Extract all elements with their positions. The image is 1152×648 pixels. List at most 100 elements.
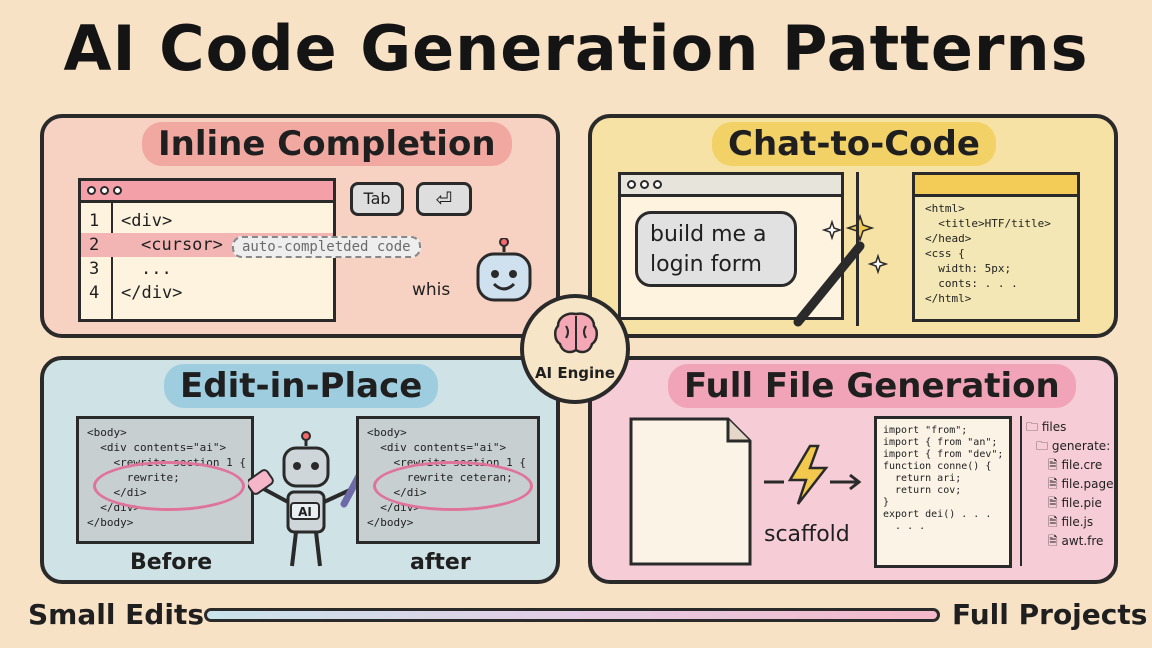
tree-file: 🗎 awt.fre — [1026, 532, 1114, 551]
code-line: </html> — [925, 292, 972, 305]
tree-folder-label: generate: — [1051, 439, 1111, 453]
generated-code: <html> <title>HTF/title> </head> <css { … — [925, 201, 1051, 306]
code-line: <div contents="ai"> — [367, 441, 507, 454]
file-icon: 🗎 — [1048, 534, 1062, 548]
lightning-arrow-icon — [764, 444, 862, 505]
code-line: </body> — [367, 516, 414, 529]
line-code: ... — [141, 259, 172, 279]
window-dot-icon — [113, 186, 122, 195]
line-number: 3 — [89, 259, 100, 279]
tree-file-label: file.page — [1061, 477, 1114, 491]
window-dot-icon — [653, 180, 662, 189]
window-dot-icon — [100, 186, 109, 195]
panel-full-file-generation: Full File Generation scaffold import "fr… — [588, 356, 1118, 584]
file-icon: 🗎 — [1048, 458, 1062, 472]
panel-title-inline: Inline Completion — [142, 122, 512, 166]
window-dot-icon — [627, 180, 636, 189]
highlight-circle — [93, 461, 245, 511]
tree-file: 🗎 file.pie — [1026, 494, 1114, 513]
code-window: <html> <title>HTF/title> </head> <css { … — [912, 172, 1080, 322]
code-line: return ari; — [883, 473, 962, 484]
tree-file-label: file.js — [1061, 515, 1094, 529]
code-line: </body> — [87, 516, 134, 529]
window-titlebar — [621, 175, 841, 197]
panel-title-edit: Edit-in-Place — [164, 364, 439, 408]
code-line: import { from "dev"; — [883, 449, 1004, 460]
code-line: 3 ... — [81, 257, 333, 281]
panel-title-full: Full File Generation — [668, 364, 1076, 408]
code-line: function conne() { — [883, 461, 992, 472]
tab-key: Tab — [350, 182, 404, 216]
highlight-circle — [373, 461, 533, 511]
chat-window: build me a login form — [618, 172, 844, 320]
tree-file-label: file.cre — [1061, 458, 1103, 472]
line-code: <cursor> — [141, 235, 223, 255]
tree-folder: 🗀 generate: — [1026, 437, 1114, 456]
code-line: conts: . . . — [925, 277, 1018, 290]
window-dot-icon — [640, 180, 649, 189]
gutter-divider — [111, 203, 113, 319]
code-line: import "from"; — [883, 425, 968, 436]
after-code-window: <body> <div contents="ai"> <rewrite sect… — [356, 416, 540, 544]
code-line: <body> — [87, 426, 127, 439]
code-line: <div contents="ai"> — [87, 441, 227, 454]
robot-badge: AI — [290, 502, 320, 520]
footer-right-label: Full Projects — [952, 598, 1148, 631]
ai-engine-hub: AI Engine — [520, 294, 630, 404]
window-dot-icon — [87, 186, 96, 195]
before-label: Before — [130, 550, 213, 575]
tree-file: 🗎 file.cre — [1026, 456, 1114, 475]
robot-speech: whis — [412, 280, 451, 300]
generated-file: import "from"; import { from "an"; impor… — [874, 416, 1012, 568]
folder-icon: 🗀 — [1026, 420, 1042, 434]
after-label: after — [410, 550, 471, 575]
line-number: 1 — [89, 211, 100, 231]
panel-edit-in-place: Edit-in-Place <body> <div contents="ai">… — [40, 356, 560, 584]
line-number: 2 — [89, 235, 100, 255]
line-code: </div> — [121, 283, 183, 303]
generated-file-code: import "from"; import { from "an"; impor… — [883, 425, 1003, 533]
tree-file: 🗎 file.page — [1026, 475, 1114, 494]
code-line: <css { — [925, 247, 965, 260]
code-line: 1 <div> — [81, 209, 333, 233]
autocomplete-suggestion: auto-completded code — [232, 236, 421, 258]
blank-file-icon — [629, 417, 752, 566]
tree-file: 🗎 file.js — [1026, 513, 1114, 532]
magic-wand-icon — [793, 213, 888, 327]
file-tree: 🗀 files 🗀 generate: 🗎 file.cre 🗎 file.pa… — [1026, 418, 1114, 551]
ai-engine-label: AI Engine — [534, 364, 616, 382]
enter-key-icon: ⏎ — [416, 182, 472, 216]
file-icon: 🗎 — [1048, 477, 1062, 491]
line-number: 4 — [89, 283, 100, 303]
robot-icon — [476, 238, 532, 302]
tree-root: 🗀 files — [1026, 418, 1114, 437]
folder-icon: 🗀 — [1036, 439, 1052, 453]
footer-left-label: Small Edits — [28, 598, 204, 631]
code-line: <html> — [925, 202, 965, 215]
line-code: <div> — [121, 211, 173, 231]
code-line: . . . — [883, 521, 926, 532]
panel-chat-to-code: Chat-to-Code build me a login form <html… — [588, 114, 1118, 338]
brain-icon — [554, 312, 598, 354]
panel-inline-completion: Inline Completion 1 <div> 2 <cursor> 3 .… — [40, 114, 560, 338]
window-titlebar — [915, 175, 1077, 197]
tree-file-label: awt.fre — [1061, 534, 1104, 548]
divider — [1020, 416, 1022, 566]
tree-file-label: file.pie — [1061, 496, 1102, 510]
divider — [856, 172, 859, 326]
file-icon: 🗎 — [1048, 515, 1062, 529]
before-code-window: <body> <div contents="ai"> <rewrite sect… — [76, 416, 254, 544]
code-line: 4 </div> — [81, 281, 333, 305]
tree-root-label: files — [1041, 420, 1067, 434]
chat-prompt-bubble: build me a login form — [635, 211, 797, 287]
code-line: width: 5px; — [925, 262, 1012, 275]
code-line: } — [883, 497, 890, 508]
spectrum-bar — [204, 608, 940, 622]
code-line: return cov; — [883, 485, 962, 496]
code-line: export dei() . . . — [883, 509, 992, 520]
code-line: </head> — [925, 232, 972, 245]
panel-title-chat: Chat-to-Code — [712, 122, 996, 166]
scaffold-label: scaffold — [764, 522, 850, 547]
file-icon: 🗎 — [1048, 496, 1062, 510]
